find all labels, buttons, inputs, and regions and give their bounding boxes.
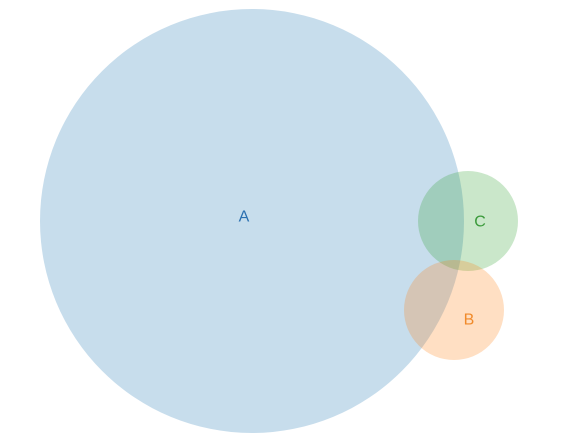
set-a-circle	[40, 9, 464, 433]
set-c-label: C	[474, 214, 486, 231]
set-a-label: A	[239, 209, 250, 226]
set-b-label: B	[464, 312, 475, 329]
set-b-circle	[404, 260, 504, 360]
set-c-circle	[418, 171, 518, 271]
